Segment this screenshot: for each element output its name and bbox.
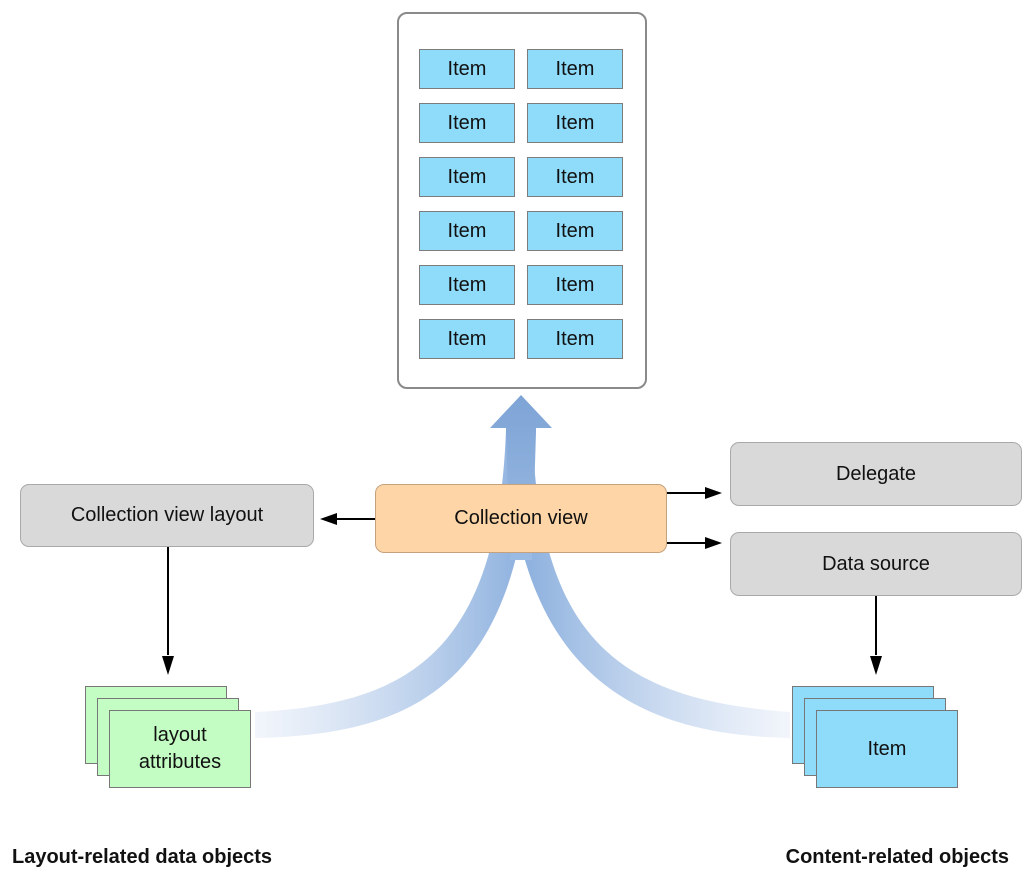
collection-item: Item [419,211,515,251]
collection-item: Item [419,319,515,359]
collection-view-layout-box: Collection view layout [20,484,314,547]
data-source-box: Data source [730,532,1022,596]
arrow-to-layout-head [320,513,337,525]
item-sheet-front: Item [816,710,958,788]
collection-item: Item [419,103,515,143]
arrow-to-items-head [870,656,882,675]
layout-attributes-sheet-front: layout attributes [109,710,251,788]
collection-item: Item [527,103,623,143]
arrow-to-delegate-head [705,487,722,499]
collection-item: Item [527,265,623,305]
data-source-label: Data source [822,552,930,575]
collection-view-label: Collection view [454,507,588,529]
collection-item: Item [527,49,623,89]
collection-view-box: Collection view [375,484,667,553]
collection-item: Item [419,157,515,197]
collection-item: Item [419,49,515,89]
delegate-box: Delegate [730,442,1022,506]
flow-arrow-layout-attributes [255,430,532,738]
collection-item: Item [527,319,623,359]
layout-attributes-line-2: attributes [138,751,222,773]
content-related-caption: Content-related objects [785,846,1009,868]
item-sheet-label: Item [867,737,907,760]
collection-item: Item [527,157,623,197]
collection-view-layout-label: Collection view layout [70,504,264,526]
layout-attributes-line-1: layout [153,724,207,746]
layout-related-caption: Layout-related data objects [12,846,273,868]
collection-item: Item [527,211,623,251]
flow-arrow-up [490,395,552,560]
arrow-to-layout-attributes-head [162,656,174,675]
arrow-to-data-source-head [705,537,722,549]
collection-item: Item [419,265,515,305]
delegate-label: Delegate [835,462,917,485]
